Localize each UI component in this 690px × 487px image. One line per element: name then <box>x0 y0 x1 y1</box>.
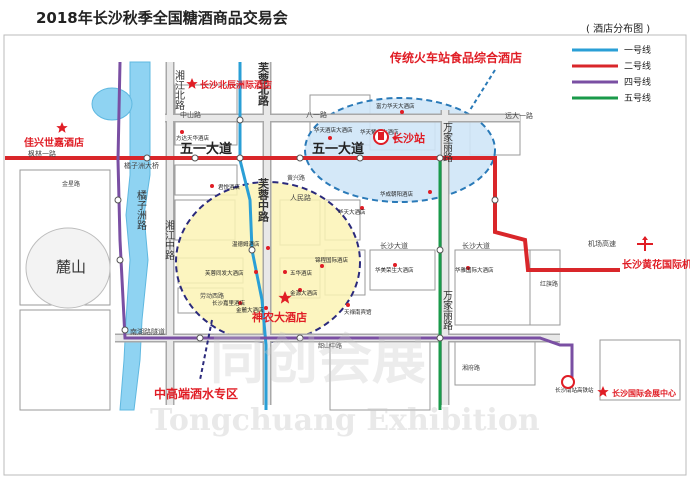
south-station-icon <box>561 375 575 389</box>
road-xiangjiang-north: 湘江北路 <box>173 69 185 111</box>
road-renmin: 人民路 <box>290 193 311 202</box>
hotel-label: 君悦酒店 <box>218 183 241 191</box>
hotel-label: 富力华天大酒店 <box>376 102 415 110</box>
airport-label-1: 长沙黄花国际机场 <box>622 258 690 271</box>
road-xiangtan-bridge: 南湖路隧道 <box>130 327 165 336</box>
road-juzizhou-bridge: 橘子洲大桥 <box>124 161 159 170</box>
railway-station-label: 长沙站 <box>392 131 425 145</box>
hotel-label: 天禄南宾馆 <box>344 308 372 316</box>
midhigh-zone-pointer <box>199 319 213 381</box>
hotel-label: 华雅国际大酒店 <box>455 266 494 274</box>
legend-line-5: 五号线 <box>624 92 651 104</box>
hotel-dots <box>180 110 470 310</box>
road-furong-middle: 芙蓉中路 <box>257 177 271 223</box>
road-bayi: 八一路 <box>306 110 327 119</box>
hotel-label: 长沙南站高铁站 <box>555 386 594 394</box>
hotel-label: 锦程国际酒店 <box>315 256 349 264</box>
west-hotel-label: 佳兴世嘉酒店 <box>24 136 84 149</box>
xiangjiang-river <box>119 61 151 411</box>
road-labels: 五一大道 五一大道 中山路 八一路 人民路 长沙大道 长沙大道 机场高速 远大一… <box>28 61 616 372</box>
road-wanjiali-north: 万家丽路 <box>441 122 453 163</box>
road-yuanda: 远大一路 <box>505 111 533 120</box>
legend-line-2: 二号线 <box>624 60 651 72</box>
star-icon-west <box>56 122 68 133</box>
railway-zone-label: 传统火车站食品综合酒店 <box>389 50 522 65</box>
star-icon-center <box>278 291 292 304</box>
hotel-label: 金源大酒店 <box>290 289 318 297</box>
watermark-english: Tongchuang Exhibition <box>150 403 540 438</box>
hotel-label: 五华酒店 <box>290 269 313 277</box>
midhigh-zone-label: 中高端酒水专区 <box>154 386 238 401</box>
road-changsha-ave-e: 长沙大道 <box>462 241 490 250</box>
road-huangxing: 黄兴路 <box>287 174 305 182</box>
road-jinxing: 金星路 <box>62 180 80 188</box>
road-wuyi-east: 五一大道 <box>312 141 364 157</box>
road-changsha-ave-w: 长沙大道 <box>380 241 408 250</box>
star-icon-expo <box>597 386 609 397</box>
hotel-label: 华天酒店大酒店 <box>314 126 353 134</box>
metro-line-2 <box>5 156 620 272</box>
hotel-label: 华美荣生大酒店 <box>375 266 414 274</box>
map-frame <box>3 34 687 476</box>
legend: 一号线 二号线 四号线 五号线 <box>572 44 651 104</box>
road-juzizhou: 橘子洲路 <box>135 190 147 231</box>
road-airport-expressway: 机场高速 <box>588 239 616 248</box>
expo-center-label: 长沙国际会展中心 <box>612 388 676 398</box>
railway-station-icon <box>373 129 389 145</box>
road-xiangzhang: 湘府路 <box>462 364 480 372</box>
road-jiangtou: 红旗路 <box>540 280 558 288</box>
star-icon-north <box>186 78 198 89</box>
road-wanjiali-middle: 万家丽路 <box>441 290 453 331</box>
hotel-labels: 富力华天大酒店 华天酒店大酒店 华天紫东大酒店 华成朝阳酒店 华天大酒店 方达天… <box>176 102 594 394</box>
star-markers <box>56 78 609 397</box>
page-subtitle: ( 酒店分布图 ) <box>586 24 651 35</box>
west-lake <box>91 87 133 121</box>
road-zhongshan: 中山路 <box>180 110 201 119</box>
road-furong-north: 芙蓉北路 <box>257 61 271 107</box>
road-wuyi-west: 五一大道 <box>180 141 232 157</box>
mountain-label: 麓山 <box>56 258 86 276</box>
page-title: 2018年长沙秋季全国糖酒商品交易会 <box>36 9 288 27</box>
center-hotel-label: 神农大酒店 <box>252 310 307 324</box>
road-shaoshan: 韶山中路 <box>318 342 342 350</box>
road-fenglin: 枫林一路 <box>28 149 56 158</box>
railway-zone-pointer <box>469 69 496 111</box>
airplane-icon <box>637 236 653 251</box>
hotel-label: 芙蓉同发大酒店 <box>205 269 244 277</box>
road-xiangjiang-middle: 湘江中路 <box>163 219 175 261</box>
hotel-label: 长沙嘉里酒店 <box>212 299 246 307</box>
north-hotel-label: 长沙北辰洲际酒店 <box>200 79 272 91</box>
legend-line-4: 四号线 <box>624 76 651 88</box>
road-laodong: 劳动西路 <box>200 292 224 300</box>
legend-line-1: 一号线 <box>624 44 651 56</box>
metro-stations <box>114 116 499 342</box>
hotel-label: 方达天华酒店 <box>176 134 210 142</box>
mountain-area <box>25 227 111 309</box>
hotel-label: 金麓大酒店 <box>236 306 264 314</box>
hotel-label: 华天大酒店 <box>338 208 366 216</box>
metro-line-4 <box>116 61 574 380</box>
hotel-label: 华成朝阳酒店 <box>380 190 414 198</box>
hotel-label: 温德姆酒店 <box>232 240 260 248</box>
watermark-brand: 同创会展 <box>210 328 426 391</box>
